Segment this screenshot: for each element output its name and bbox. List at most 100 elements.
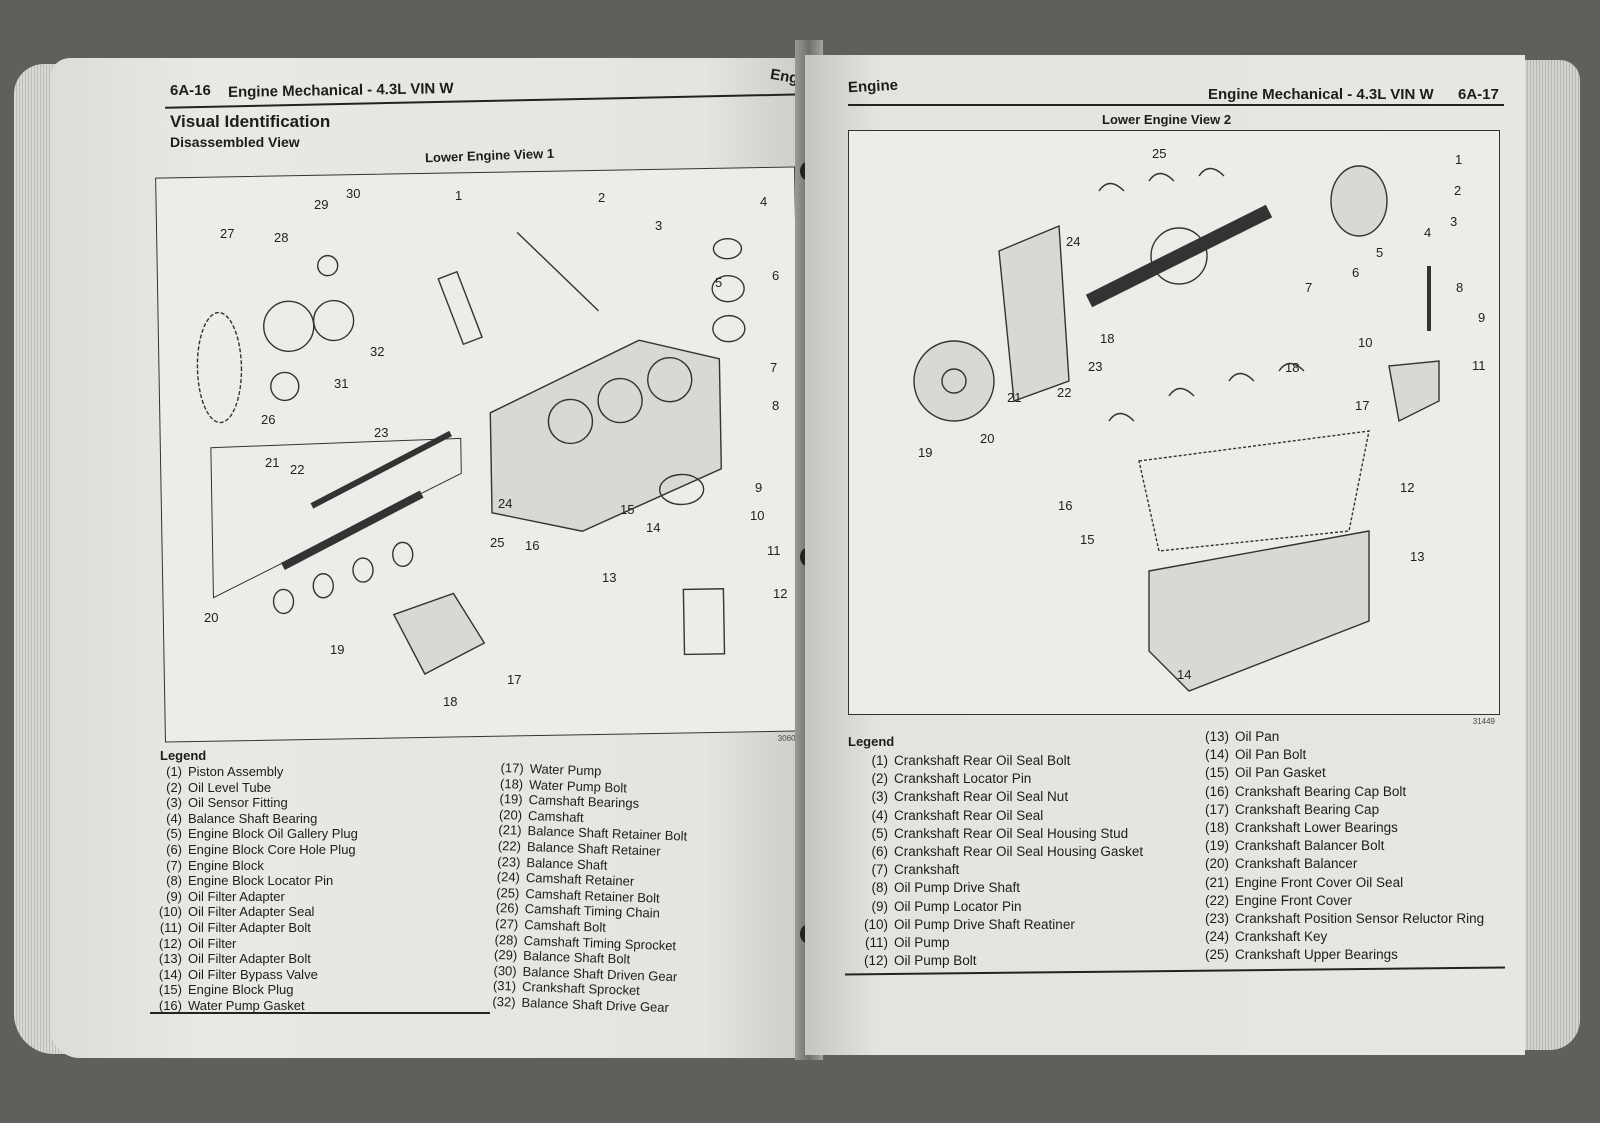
legend-item-number: (2)	[166, 779, 182, 795]
right-page-number: 6A-17	[1458, 86, 1499, 103]
legend-item-number: (25)	[495, 884, 520, 901]
callout-26: 26	[261, 412, 276, 427]
legend-item-number: (21)	[498, 822, 522, 839]
legend-item-number: (22)	[497, 837, 522, 854]
callout-19: 19	[918, 445, 933, 460]
timing-chain-shape	[196, 311, 243, 424]
legend-item-number: (4)	[166, 810, 182, 826]
legend-item-label: Crankshaft Bearing Cap	[1235, 801, 1380, 817]
callout-24: 24	[1066, 234, 1081, 249]
legend-item-label: Oil Level Tube	[188, 779, 272, 795]
legend-item-number: (32)	[492, 993, 516, 1010]
callout-21: 21	[1007, 390, 1022, 405]
legend-item-label: Engine Front Cover Oil Seal	[1235, 874, 1404, 890]
legend-item-number: (8)	[871, 880, 889, 896]
legend-item-label: Oil Filter Adapter Bolt	[188, 951, 311, 967]
legend-item-label: Oil Pan Gasket	[1235, 765, 1326, 781]
callout-7: 7	[1305, 280, 1313, 295]
callout-2: 2	[1454, 183, 1462, 198]
legend-item-number: (17)	[500, 760, 524, 776]
legend-item-label: Oil Pump Bolt	[894, 953, 977, 969]
timing-sprocket-shape	[263, 300, 315, 353]
legend-item-label: Crankshaft Balancer Bolt	[1235, 838, 1385, 854]
oil-pan-shape	[1148, 530, 1370, 692]
callout-29: 29	[314, 197, 329, 212]
callout-2: 2	[598, 190, 606, 205]
legend-item-label: Oil Pump Locator Pin	[894, 898, 1022, 914]
legend-column-1: (1)Piston Assembly (2)Oil Level Tube (3)…	[158, 764, 358, 1014]
callout-5: 5	[715, 275, 723, 290]
legend-item: (20)Crankshaft Balancer	[1203, 855, 1484, 873]
legend-title: Legend	[848, 734, 895, 749]
legend-item-number: (12)	[863, 953, 888, 969]
callout-21: 21	[265, 455, 280, 470]
callout-20: 20	[980, 431, 995, 446]
legend-bottom-rule	[150, 1012, 490, 1014]
legend-item: (11)Oil Filter Adapter Bolt	[158, 920, 358, 936]
legend-item: (12)Oil Filter	[158, 936, 358, 952]
legend-item: (7)Engine Block	[158, 858, 358, 874]
oil-level-tube-shape	[516, 231, 599, 312]
figure-lower-engine-view-2: 31449	[848, 130, 1500, 726]
legend-item-label: Oil Pump Drive Shaft Reatiner	[894, 916, 1075, 932]
legend-item-number: (20)	[498, 806, 523, 823]
legend-item: (18)Crankshaft Lower Bearings	[1203, 819, 1484, 837]
legend-item-label: Oil Sensor Fitting	[188, 795, 288, 811]
legend-item-number: (14)	[1204, 747, 1229, 763]
callout-5: 5	[1376, 245, 1384, 260]
legend-item: (10)Oil Pump Drive Shaft Reatiner	[862, 916, 1143, 934]
legend-item: (7)Crankshaft	[862, 861, 1143, 879]
legend-item-number: (14)	[158, 966, 182, 982]
callout-13: 13	[1410, 549, 1425, 564]
callout-17: 17	[507, 672, 522, 687]
legend-item-number: (27)	[494, 915, 519, 932]
callout-14: 14	[646, 520, 661, 535]
callout-9: 9	[755, 480, 763, 495]
legend-item-number: (5)	[871, 825, 889, 841]
legend-item-label: Oil Filter Adapter Bolt	[188, 919, 311, 935]
legend-item-number: (23)	[497, 853, 521, 870]
rear-seal-housing-shape	[1330, 165, 1388, 237]
legend-item: (15)Oil Pan Gasket	[1203, 764, 1484, 782]
legend-item-number: (7)	[166, 857, 182, 873]
right-page-tab: Engine	[847, 76, 899, 97]
legend-item-label: Engine Block Plug	[188, 982, 294, 998]
oil-filter-adapter-shape	[658, 473, 705, 506]
legend-item: (8)Engine Block Locator Pin	[158, 873, 358, 889]
legend-item-number: (1)	[166, 764, 182, 779]
legend-item-label: Crankshaft Upper Bearings	[1235, 947, 1398, 963]
callout-6: 6	[772, 268, 780, 283]
legend-item-number: (3)	[871, 789, 889, 805]
legend-item-number: (19)	[499, 791, 523, 807]
callout-11: 11	[1472, 358, 1486, 373]
legend-item: (3)Crankshaft Rear Oil Seal Nut	[862, 788, 1143, 806]
callout-10: 10	[750, 508, 765, 523]
legend-item-number: (7)	[871, 862, 889, 878]
piston-shape	[437, 270, 483, 346]
legend-item-label: Oil Filter Adapter Seal	[188, 904, 315, 920]
callout-9: 9	[1478, 310, 1486, 325]
callout-7: 7	[770, 360, 778, 375]
callout-17: 17	[1355, 398, 1370, 413]
callout-3: 3	[655, 218, 663, 233]
callout-16: 16	[525, 538, 540, 553]
legend-item-number: (6)	[871, 844, 889, 860]
legend-item-label: Crankshaft Lower Bearings	[1235, 820, 1398, 836]
legend-item-number: (13)	[158, 951, 182, 967]
balance-shaft-shape	[310, 430, 453, 509]
legend-item-label: Oil Filter Adapter	[188, 888, 285, 904]
callout-6: 6	[1352, 265, 1360, 280]
legend-item: (14)Oil Filter Bypass Valve	[158, 967, 358, 983]
legend-item-label: Water Pump Gasket	[188, 997, 305, 1013]
callout-28: 28	[274, 230, 289, 245]
legend-item: (9)Oil Pump Locator Pin	[862, 898, 1143, 916]
callout-18: 18	[1285, 360, 1300, 375]
legend-item: (1)Crankshaft Rear Oil Seal Bolt	[862, 752, 1143, 770]
legend-item: (12) Oil Pump Bolt	[862, 952, 1143, 970]
legend-item: (4)Crankshaft Rear Oil Seal	[862, 807, 1143, 825]
legend-item: (6)Engine Block Core Hole Plug	[158, 842, 358, 858]
legend-item-number: (19)	[1204, 838, 1229, 854]
callout-23: 23	[374, 425, 389, 440]
legend-item-number: (30)	[493, 962, 517, 979]
callout-22: 22	[1057, 385, 1072, 400]
